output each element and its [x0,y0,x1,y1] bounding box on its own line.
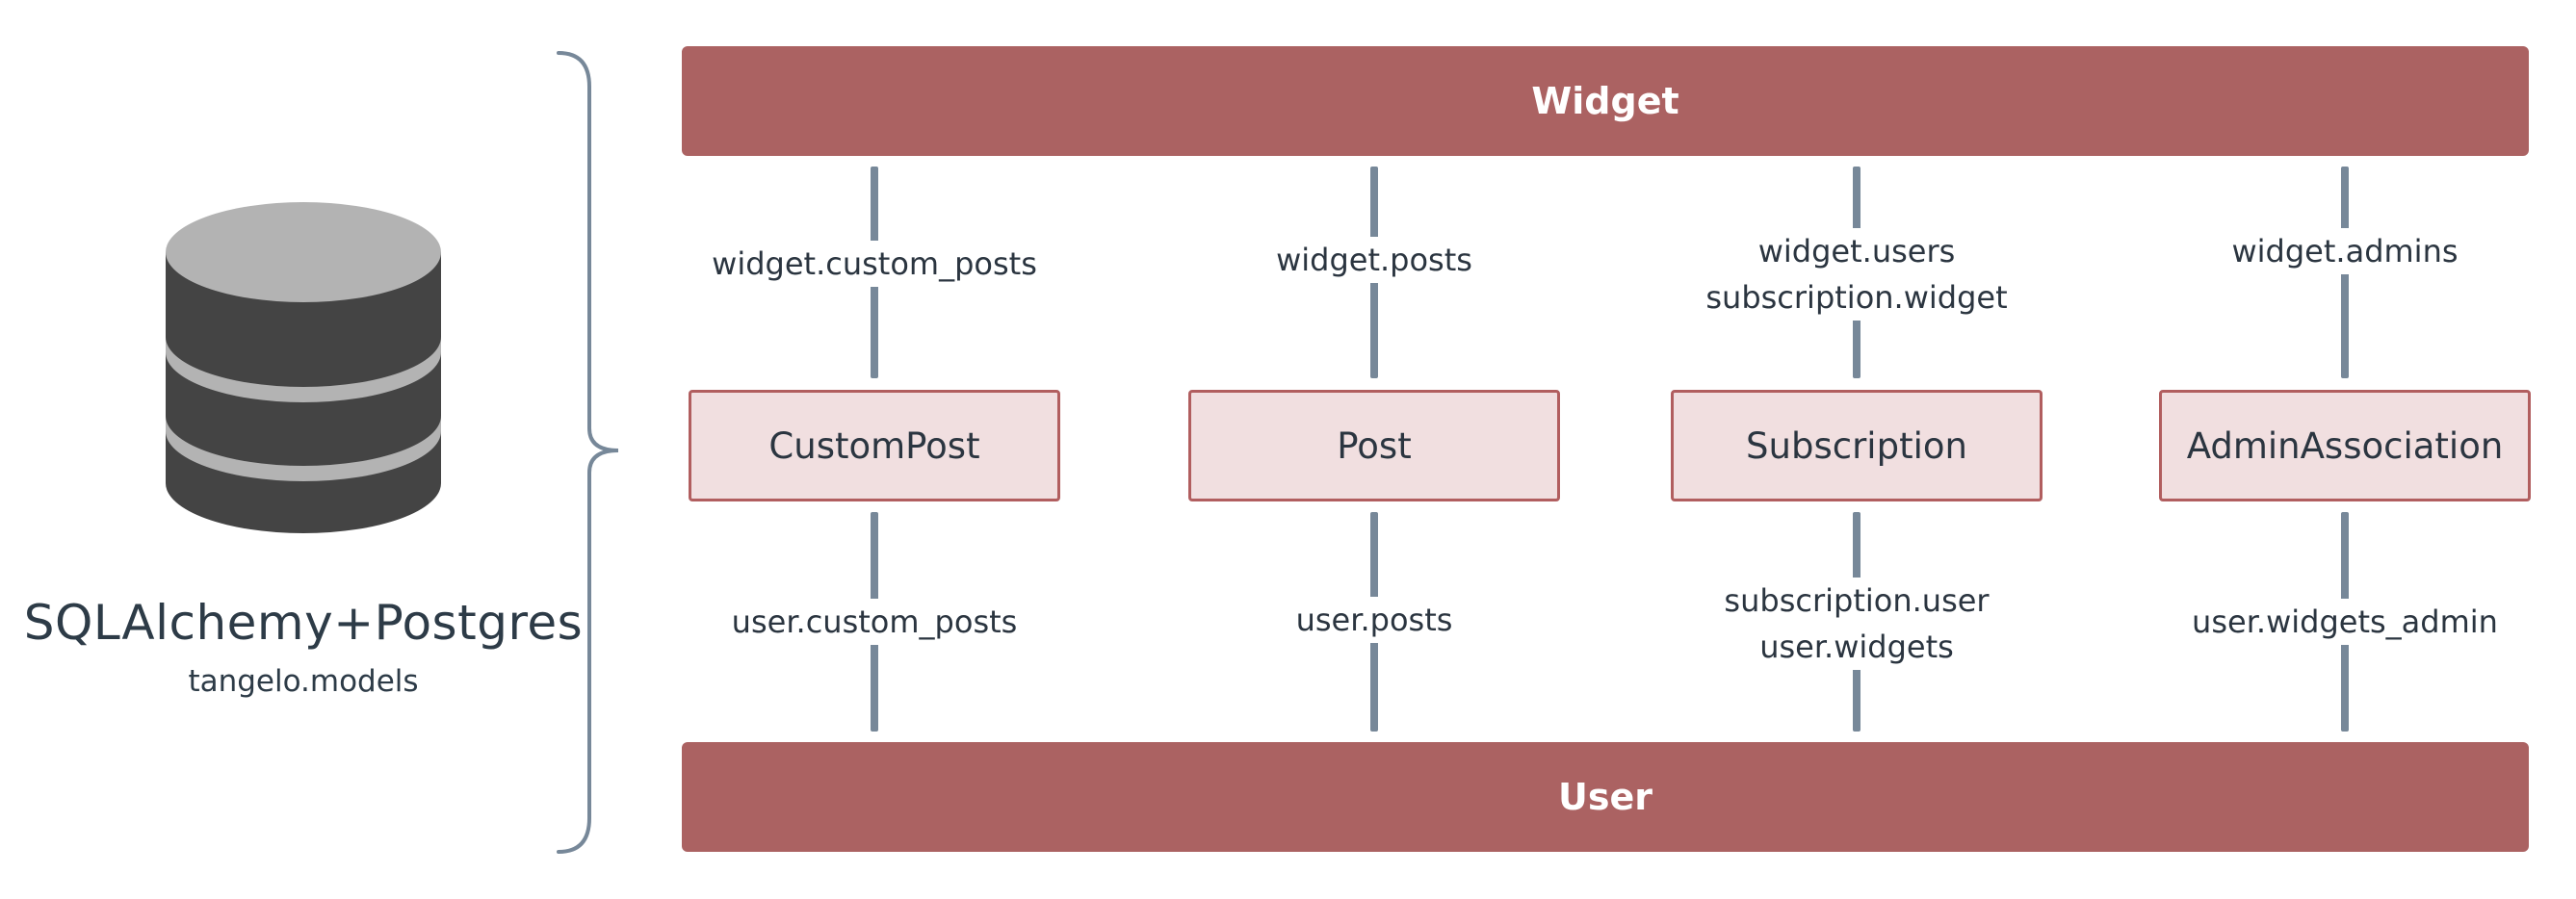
relation-label-bottom: user.custom_posts [624,599,1125,645]
association-label: CustomPost [768,424,980,467]
association-subscription: Subscription [1671,390,2043,501]
database-subtitle: tangelo.models [188,664,419,699]
database-title: SQLAlchemy+Postgres [23,595,584,651]
widget-entity: Widget [682,46,2529,156]
association-post: Post [1188,390,1560,501]
relation-label-top: widget.admins [2095,228,2576,274]
user-entity: User [682,742,2529,852]
relation-label-bottom: user.widgets_admin [2095,599,2576,645]
user-entity-label: User [1558,776,1652,818]
curly-brace [557,51,619,854]
association-custompost: CustomPost [689,390,1060,501]
association-label: Post [1337,424,1412,467]
association-adminassociation: AdminAssociation [2159,390,2531,501]
association-label: AdminAssociation [2186,424,2504,467]
database-icon [166,202,441,533]
relation-label-top: widget.custom_posts [624,241,1125,287]
relation-label-bottom: user.posts [1124,597,1625,643]
widget-entity-label: Widget [1531,80,1679,122]
relation-label-bottom: subscription.user user.widgets [1606,578,2107,670]
association-label: Subscription [1746,424,1967,467]
relation-label-top: widget.posts [1124,237,1625,283]
relation-label-top: widget.users subscription.widget [1606,228,2107,321]
